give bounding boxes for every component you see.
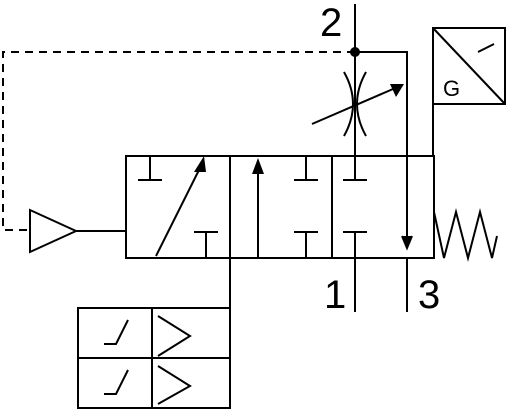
operator-upper-right-symbol (157, 315, 192, 357)
sensor-box (432, 27, 506, 105)
amplifier-triangle (29, 208, 79, 254)
operator-lower-right-symbol (157, 365, 192, 405)
throttle-adjust-arrow (311, 85, 401, 125)
return-line (355, 51, 408, 248)
pilot-dashed-line (2, 51, 355, 231)
sensor-diagonal (432, 27, 506, 105)
throttle-left-arc (343, 71, 354, 137)
sensor-label: G (443, 76, 460, 101)
port-3-label: 3 (418, 273, 440, 317)
operator-upper-left-symbol (104, 319, 129, 345)
port-2-label: 2 (320, 1, 342, 45)
left-box-flow-arrow-head (194, 156, 206, 172)
sensor-switch-contact (477, 43, 495, 53)
middle-box-flow-arrow-head (252, 158, 264, 174)
return-spring (433, 208, 498, 262)
return-arrow-head (401, 235, 413, 251)
throttle-adjust-arrow-head (390, 84, 404, 97)
valve-body (125, 155, 435, 259)
port-1-label: 1 (324, 273, 346, 317)
left-box-flow-arrow (155, 167, 201, 257)
operator-lower-left-symbol (104, 369, 129, 395)
